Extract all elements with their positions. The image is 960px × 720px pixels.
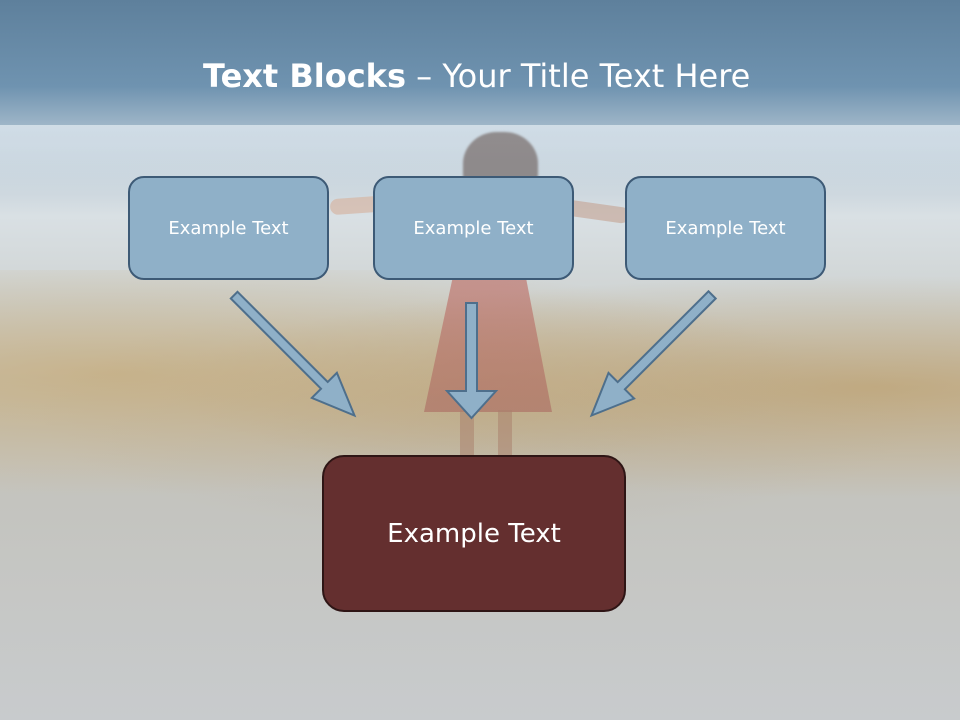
text-block-2[interactable]: Example Text: [373, 176, 574, 280]
text-block-2-label: Example Text: [413, 217, 534, 239]
text-block-1-label: Example Text: [168, 217, 289, 239]
text-block-1[interactable]: Example Text: [128, 176, 329, 280]
title-regular: Your Title Text Here: [442, 57, 751, 95]
title-separator: –: [406, 57, 443, 95]
slide-title: Text Blocks – Your Title Text Here: [203, 54, 750, 98]
title-bold: Text Blocks: [203, 57, 406, 95]
background-girl-leg: [498, 410, 512, 455]
target-text-block[interactable]: Example Text: [322, 455, 626, 612]
target-text-block-label: Example Text: [387, 518, 561, 549]
background-girl-leg: [460, 410, 474, 455]
arrow-left-diagonal: [229, 290, 357, 418]
arrow-right-diagonal: [589, 289, 718, 418]
text-block-3[interactable]: Example Text: [625, 176, 826, 280]
arrow-center-down: [444, 302, 499, 420]
text-block-3-label: Example Text: [665, 217, 786, 239]
